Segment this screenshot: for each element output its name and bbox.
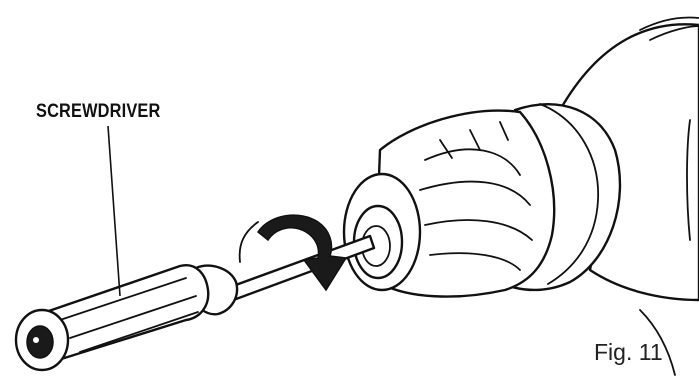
chuck-nose — [344, 174, 420, 290]
screwdriver-handle — [16, 265, 237, 370]
figure-number-label: Fig. 11 — [594, 339, 663, 366]
callout-leader-line — [108, 126, 120, 296]
screwdriver-callout-label: SCREWDRIVER — [36, 101, 160, 123]
screwdriver-shaft — [222, 236, 374, 302]
